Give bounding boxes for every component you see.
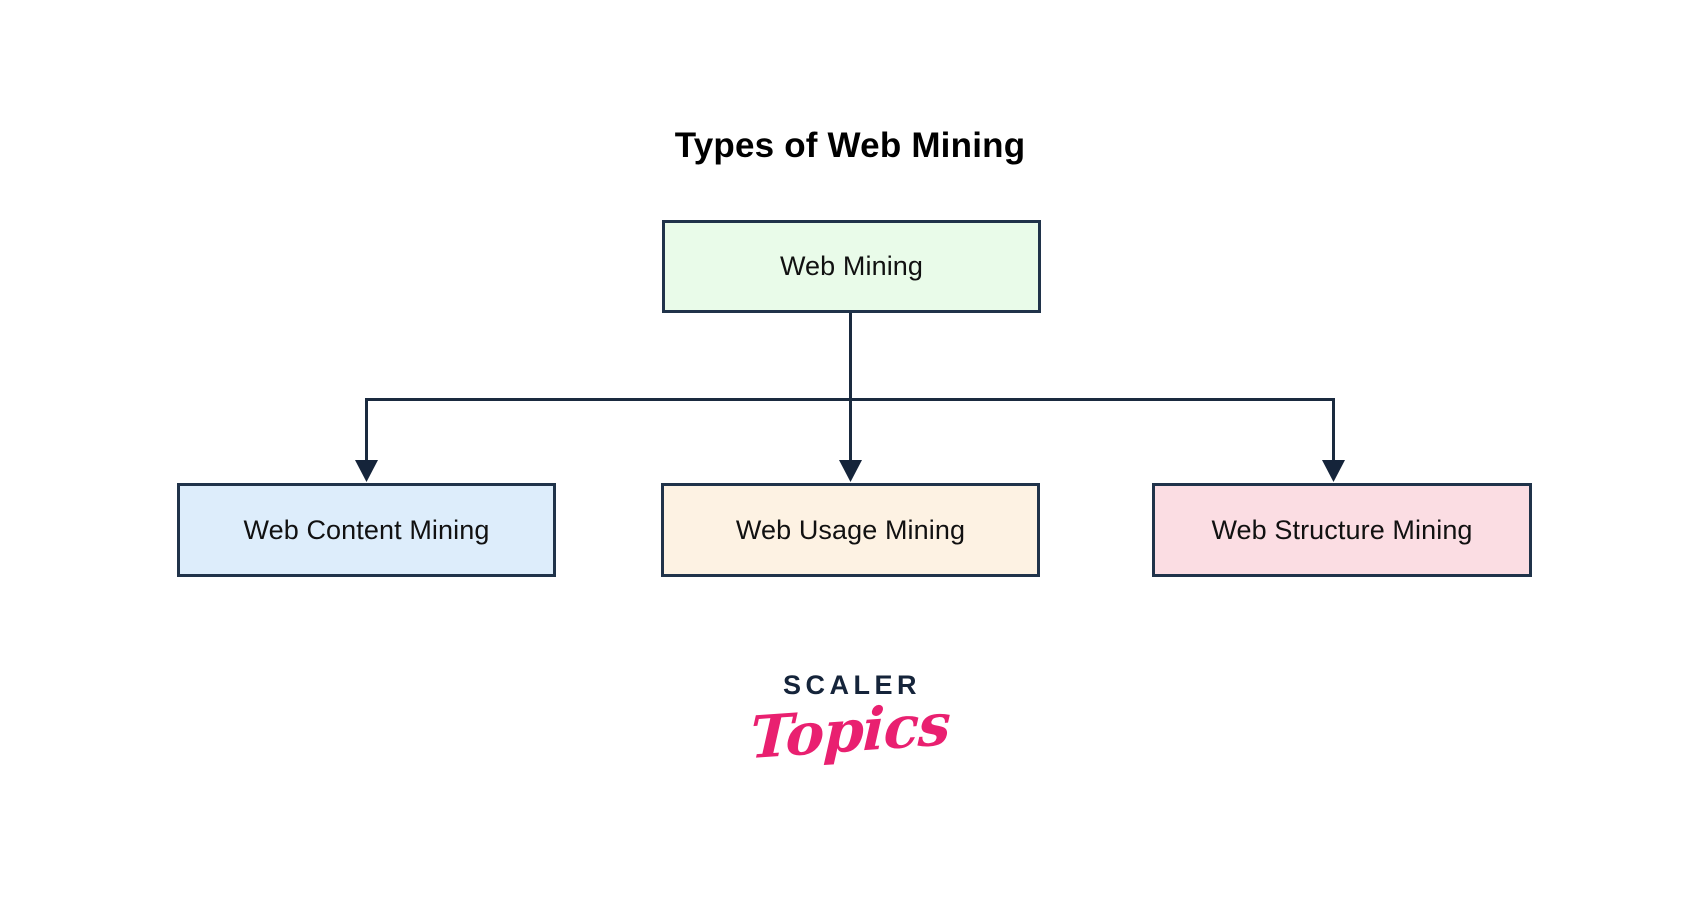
node-label-web-content-mining: Web Content Mining [243, 514, 490, 545]
node-web-usage-mining[interactable]: Web Usage Mining [661, 483, 1040, 577]
node-web-content-mining[interactable]: Web Content Mining [177, 483, 556, 577]
logo-wordmark-scaler: SCALER [782, 670, 921, 700]
page-title: Types of Web Mining [674, 126, 1026, 165]
logo-script-topics: Topics [749, 689, 951, 773]
arrowhead-structure [1322, 460, 1345, 482]
node-web-structure-mining[interactable]: Web Structure Mining [1152, 483, 1532, 577]
arrowhead-usage [839, 460, 862, 482]
arrowhead-content [355, 460, 378, 482]
node-label-web-structure-mining: Web Structure Mining [1211, 514, 1473, 545]
brand-logo: SCALER Topics [0, 670, 1700, 773]
node-label-web-mining: Web Mining [779, 251, 924, 281]
node-web-mining[interactable]: Web Mining [662, 220, 1041, 313]
node-label-web-usage-mining: Web Usage Mining [735, 514, 966, 545]
